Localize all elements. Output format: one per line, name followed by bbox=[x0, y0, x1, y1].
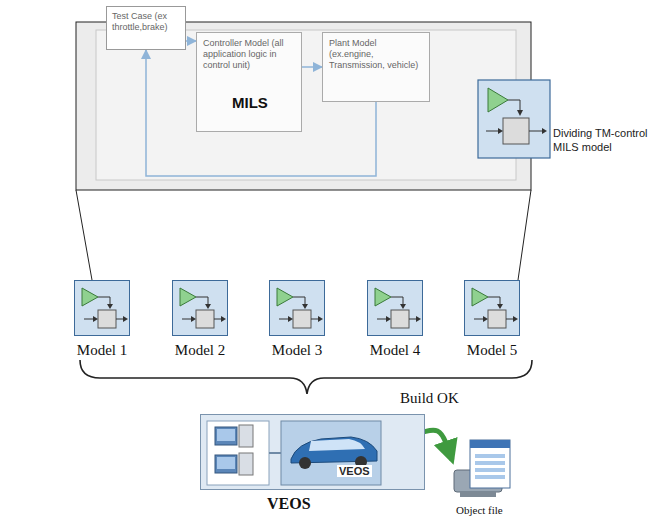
model-block-label: Model 3 bbox=[272, 342, 322, 359]
connector-arrow bbox=[186, 40, 196, 42]
model-icon bbox=[172, 280, 228, 336]
edge-label: Build OK bbox=[398, 390, 461, 407]
division-line bbox=[76, 190, 92, 280]
mils-frame-label: MILS bbox=[232, 94, 268, 111]
object-file-icon: Object file bbox=[452, 436, 516, 500]
model-block: Model 4 bbox=[367, 280, 423, 336]
screenshot-panel bbox=[96, 30, 516, 180]
model-block: Model 3 bbox=[269, 280, 325, 336]
model-block: Model 5 bbox=[464, 280, 520, 336]
model-block: Model 1 bbox=[74, 280, 130, 336]
controller-model-box: Controller Model (all application logic … bbox=[196, 32, 302, 132]
veos-platform-label: VEOS bbox=[337, 465, 372, 477]
model-icon bbox=[367, 280, 423, 336]
model-icon bbox=[464, 280, 520, 336]
grouping-brace bbox=[80, 360, 532, 394]
connector-arrow bbox=[302, 66, 322, 68]
model-icon bbox=[74, 280, 130, 336]
object-file-icon-label: Object file bbox=[456, 504, 503, 516]
file-icon bbox=[452, 436, 516, 500]
plant-model-box-label: Plant Model (ex.engine, Transmission, ve… bbox=[329, 38, 423, 70]
model-icon bbox=[269, 280, 325, 336]
model-block: Model 2 bbox=[172, 280, 228, 336]
division-line bbox=[518, 190, 531, 280]
model-block-label: Model 4 bbox=[370, 342, 420, 359]
veos-icon bbox=[201, 415, 426, 491]
subsystem-block-icon bbox=[478, 80, 550, 158]
controller-model-box-label: Controller Model (all application logic … bbox=[203, 38, 295, 70]
test-case-box-label: Test Case (ex throttle,brake) bbox=[112, 11, 180, 33]
test-case-box: Test Case (ex throttle,brake) bbox=[106, 6, 186, 50]
connector-arrow bbox=[423, 430, 452, 460]
veos-platform-label: VEOS bbox=[267, 495, 311, 513]
veos-platform: VEOSVEOS bbox=[200, 414, 425, 490]
plant-model-box: Plant Model (ex.engine, Transmission, ve… bbox=[322, 32, 430, 102]
model-block-label: Model 2 bbox=[175, 342, 225, 359]
annotation-text: Dividing TM-control MILS model bbox=[553, 127, 657, 155]
model-block-label: Model 5 bbox=[467, 342, 517, 359]
model-block-label: Model 1 bbox=[77, 342, 127, 359]
